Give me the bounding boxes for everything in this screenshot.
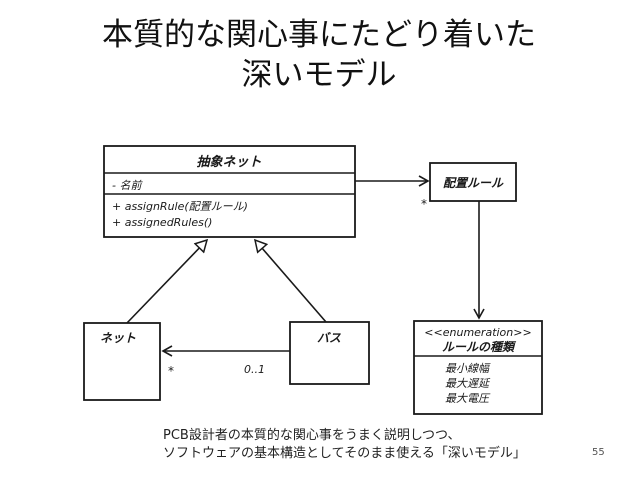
abstract-net-box bbox=[103, 145, 356, 238]
abstract-net-operation-assign: + assignRule(配置ルール) bbox=[112, 200, 248, 213]
abstract-net-name: 抽象ネット bbox=[196, 154, 261, 170]
abstract-net-class: 抽象ネット - 名前 + assignRule(配置ルール) + assigne… bbox=[103, 145, 356, 238]
rule-kind-value-min-width: 最小線幅 bbox=[445, 362, 491, 375]
slide-title-line-1: 本質的な関心事にたどり着いた bbox=[102, 17, 536, 53]
placement-rule-box bbox=[429, 162, 517, 202]
rule-kind-enum: <<enumeration>> ルールの種類 最小線幅 最大遅延 最大電圧 bbox=[413, 320, 543, 415]
bus-box bbox=[289, 321, 370, 385]
slide-caption: PCB設計者の本質的な関心事をうまく説明しつつ、 ソフトウェアの基本構造としてそ… bbox=[163, 427, 526, 463]
rule-kind-stereotype: <<enumeration>> bbox=[424, 326, 531, 339]
caption-line-2: ソフトウェアの基本構造としてそのまま使える「深いモデル」 bbox=[163, 446, 526, 461]
rule-kind-value-max-voltage: 最大電圧 bbox=[445, 392, 491, 405]
generalization-net bbox=[126, 240, 207, 324]
placement-rule-class: 配置ルール bbox=[429, 162, 517, 202]
net-name: ネット bbox=[100, 331, 136, 345]
rule-kind-box bbox=[413, 320, 543, 415]
net-box bbox=[83, 322, 161, 401]
abstract-net-attribute: - 名前 bbox=[112, 179, 143, 192]
rule-kind-name: ルールの種類 bbox=[442, 340, 517, 354]
multiplicity-net: * bbox=[168, 364, 174, 378]
slide-title-line-2: 深いモデル bbox=[241, 57, 397, 93]
bus-name: バス bbox=[317, 331, 341, 345]
rule-kind-value-max-delay: 最大遅延 bbox=[445, 377, 491, 390]
placement-rule-name: 配置ルール bbox=[443, 176, 504, 190]
caption-line-1: PCB設計者の本質的な関心事をうまく説明しつつ、 bbox=[163, 428, 461, 443]
page-number: 55 bbox=[592, 447, 605, 458]
net-class: ネット bbox=[83, 322, 161, 401]
bus-class: バス bbox=[289, 321, 370, 385]
multiplicity-rule: * bbox=[421, 197, 427, 211]
multiplicity-bus: 0..1 bbox=[244, 363, 265, 376]
generalization-bus bbox=[255, 240, 327, 323]
abstract-net-operation-assigned: + assignedRules() bbox=[112, 216, 212, 229]
